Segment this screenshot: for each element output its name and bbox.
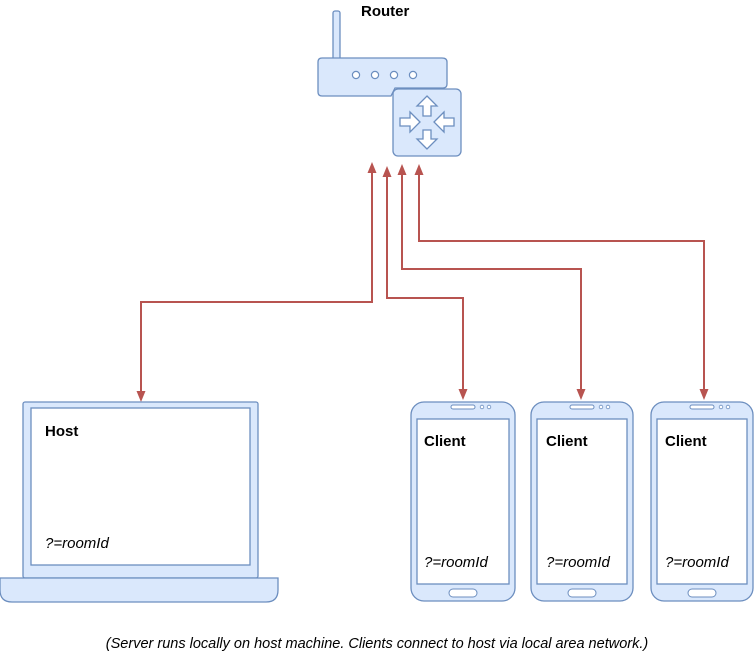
laptop-icon (0, 401, 279, 603)
router-label: Router (361, 3, 409, 20)
host-laptop: Host ?=roomId (0, 401, 279, 603)
smartphone-icon (410, 401, 516, 602)
connection-client-2 (397, 164, 586, 400)
connection-client-1 (382, 166, 468, 400)
client-phone-1: Client ?=roomId (410, 401, 516, 602)
client-2-param: ?=roomId (546, 554, 610, 571)
client-1-param: ?=roomId (424, 554, 488, 571)
wireless-router-icon (317, 10, 448, 97)
smartphone-icon (650, 401, 754, 602)
connection-client-3 (414, 164, 709, 400)
network-switch-icon (392, 88, 462, 157)
host-title: Host (45, 423, 78, 440)
client-3-title: Client (665, 433, 707, 450)
client-1-title: Client (424, 433, 466, 450)
client-2-title: Client (546, 433, 588, 450)
connection-host (136, 162, 377, 402)
client-3-param: ?=roomId (665, 554, 729, 571)
client-phone-2: Client ?=roomId (530, 401, 634, 602)
client-phone-3: Client ?=roomId (650, 401, 754, 602)
smartphone-icon (530, 401, 634, 602)
diagram-caption: (Server runs locally on host machine. Cl… (106, 636, 648, 652)
host-param: ?=roomId (45, 535, 109, 552)
